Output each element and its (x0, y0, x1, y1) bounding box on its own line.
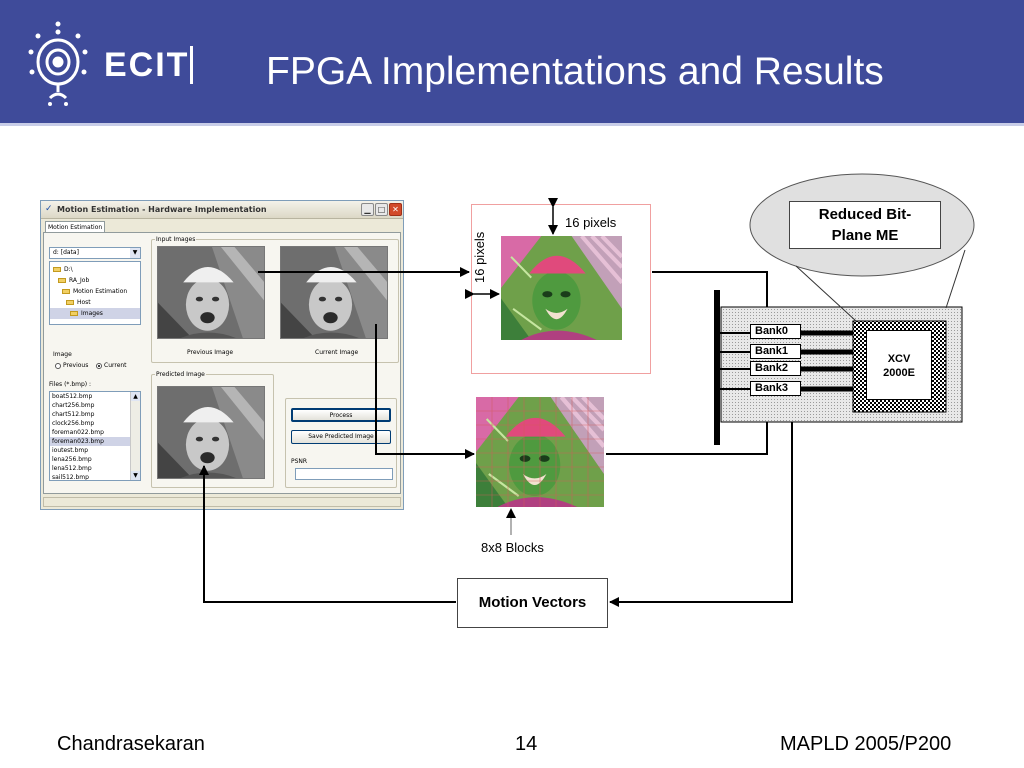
ecit-logo-icon (28, 21, 88, 106)
dir-item[interactable]: Motion Estimation (50, 286, 140, 297)
slide-header: ECIT FPGA Implementations and Results (0, 0, 1024, 123)
scroll-down-icon[interactable]: ▼ (131, 471, 140, 480)
file-item[interactable]: lena256.bmp (52, 456, 92, 463)
window-title: Motion Estimation - Hardware Implementat… (57, 205, 267, 214)
radio-current[interactable] (96, 362, 102, 369)
file-item[interactable]: foreman022.bmp (52, 429, 104, 436)
chevron-down-icon[interactable]: ▼ (130, 248, 140, 258)
folder-icon (66, 300, 74, 305)
file-item[interactable]: chart256.bmp (52, 402, 95, 409)
footer-conference: MAPLD 2005/P200 (780, 733, 952, 755)
reduced-bit-plane-label: Reduced Bit- Plane ME (789, 201, 941, 249)
dir-item-selected[interactable]: Images (50, 308, 140, 319)
file-item[interactable]: boat512.bmp (52, 393, 93, 400)
folder-icon (62, 289, 70, 294)
footer-author: Chandrasekaran (57, 733, 205, 755)
file-item[interactable]: chart512.bmp (52, 411, 95, 418)
slide-title: FPGA Implementations and Results (266, 50, 884, 93)
current-image (280, 246, 388, 339)
blocks-label: 8x8 Blocks (481, 540, 544, 555)
input-images-label: Input Images (155, 236, 197, 243)
bank1: Bank1 (750, 344, 801, 359)
bank0: Bank0 (750, 324, 801, 339)
maximize-button[interactable]: □ (375, 203, 388, 216)
process-button[interactable]: Process (291, 408, 391, 422)
current-image-caption: Current Image (315, 349, 359, 356)
pixels-label-horizontal: 16 pixels (565, 215, 617, 230)
actions-group (285, 398, 397, 488)
tab-motion-estimation[interactable]: Motion Estimation (45, 221, 105, 233)
fpga-chip: XCV 2000E (866, 330, 932, 400)
header-rule (0, 123, 1024, 126)
footer-page-number: 14 (515, 733, 538, 755)
image-group-label: Image (53, 351, 72, 358)
predicted-image (157, 386, 265, 479)
drive-select[interactable]: d: [data] ▼ (49, 247, 141, 259)
previous-image (157, 246, 265, 339)
file-list[interactable]: boat512.bmp chart256.bmp chart512.bmp cl… (49, 391, 141, 481)
motion-vectors-box: Motion Vectors (457, 578, 608, 628)
input-images-group (151, 239, 399, 363)
file-list-scrollbar[interactable]: ▲ ▼ (130, 392, 140, 480)
folder-icon (53, 267, 61, 272)
predicted-image-group (151, 374, 274, 488)
file-item[interactable]: lena512.bmp (52, 465, 92, 472)
dir-item[interactable]: Host (50, 297, 140, 308)
predicted-image-label: Predicted Image (155, 371, 206, 378)
files-label: Files (*.bmp) : (49, 381, 92, 388)
dir-item[interactable]: D:\ (50, 264, 140, 275)
file-item[interactable]: clock256.bmp (52, 420, 95, 427)
directory-tree[interactable]: D:\ RA_Job Motion Estimation Host Images (49, 261, 141, 325)
radio-previous[interactable] (55, 362, 61, 369)
psnr-field[interactable] (295, 468, 393, 480)
app-icon: ✓ (45, 204, 53, 214)
blocked-image (476, 397, 604, 507)
file-item-selected[interactable]: foreman023.bmp (50, 437, 140, 446)
minimize-button[interactable]: ▁ (361, 203, 374, 216)
drive-select-value: d: [data] (53, 249, 79, 256)
scroll-up-icon[interactable]: ▲ (131, 392, 140, 401)
previous-image-caption: Previous Image (187, 349, 234, 356)
folder-icon (58, 278, 66, 283)
status-bar (43, 497, 401, 507)
image-radio-group: Previous Current (55, 362, 127, 369)
file-item[interactable]: sail512.bmp (52, 474, 89, 481)
logo-divider (190, 46, 193, 84)
window-titlebar[interactable]: ✓ Motion Estimation - Hardware Implement… (41, 201, 403, 219)
bank2: Bank2 (750, 361, 801, 376)
bank3: Bank3 (750, 381, 801, 396)
logo-text: ECIT (104, 46, 190, 84)
save-predicted-image-button[interactable]: Save Predicted Image (291, 430, 391, 444)
app-window: ✓ Motion Estimation - Hardware Implement… (40, 200, 404, 510)
close-button[interactable]: ✕ (389, 203, 402, 216)
file-item[interactable]: ioutest.bmp (52, 447, 89, 454)
dir-item[interactable]: RA_Job (50, 275, 140, 286)
psnr-label: PSNR (291, 458, 308, 465)
folder-icon (70, 311, 78, 316)
